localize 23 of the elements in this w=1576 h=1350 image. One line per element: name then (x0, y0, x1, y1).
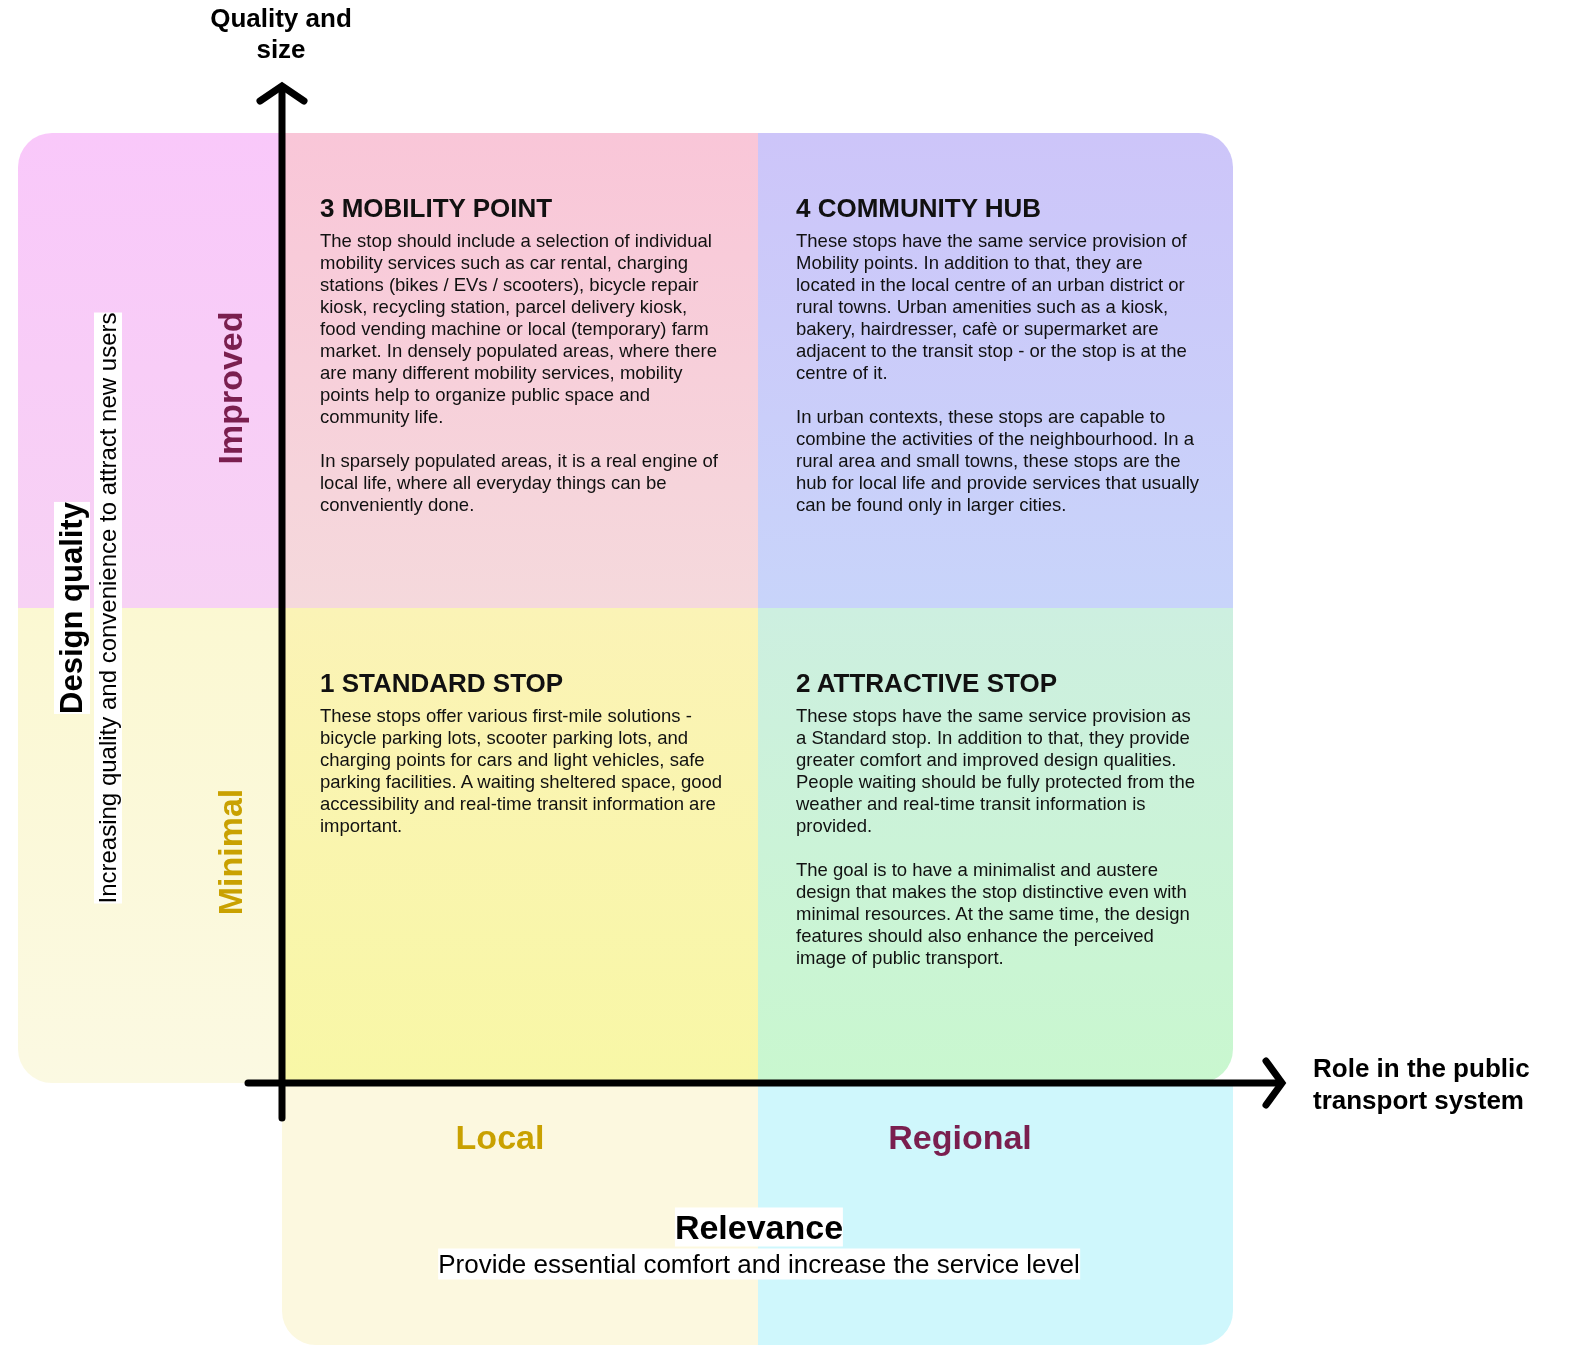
description-text: The stop should include a selection of individual mobility services such as car rental, charging stations (bikes / EVs / scooters), bicycle repair kiosk, recycling station, parcel delivery kiosk, food vending machine or local (temporary) farm market. In densely populated areas, where there are many different mobility services, mobility points help to organize public space and community life. (320, 230, 718, 428)
axis-title: Relevance (674, 1207, 844, 1247)
quadrant-panel (758, 608, 1233, 1083)
category-label: Local (455, 1117, 545, 1157)
description-text: In sparsely populated areas, it is a real engine of local life, where all everyday things can be conveniently done. (320, 450, 719, 516)
quadrant-heading: 1 STANDARD STOP (320, 668, 564, 699)
description-text: The goal is to have a minimalist and austere design that makes the stop distinctive even with minimal resources. At the same time, the design features should also enhance the perceived image of public transport. (796, 859, 1191, 969)
axis-title: Design quality (54, 502, 90, 714)
description-text: In urban contexts, these stops are capable to combine the activities of the neighbourhood. In a rural area and small towns, these stops are the hub for local life and provide services that usually can be found only in larger cities. (796, 406, 1201, 516)
quadrant-heading: 2 ATTRACTIVE STOP (796, 668, 1057, 699)
quadrant-panel (758, 133, 1233, 608)
description-text: These stops have the same service provision of Mobility points. In addition to that, they are located in the local centre of an urban district or rural towns. Urban amenities such as a kiosk, bakery, hairdresser, cafè or supermarket are adjacent to the transit stop - or the stop is at the centre of it. (796, 230, 1188, 384)
category-label: Regional (888, 1117, 1032, 1157)
quadrant-heading: 3 MOBILITY POINT (320, 193, 553, 224)
level-label: Minimal (210, 788, 250, 916)
quadrant-heading: 4 COMMUNITY HUB (796, 193, 1042, 224)
description-text: These stops offer various first-mile solutions - bicycle parking lots, scooter parking lots, and charging points for cars and light vehicles, safe parking facilities. A waiting sheltered space, good accessibility and real-time transit information are important. (320, 705, 724, 837)
axis-title: Role in the public transport system (1313, 1052, 1531, 1116)
axis-title: Quality and size (209, 3, 353, 65)
axis-subtitle: Increasing quality and convenience to attract new users (94, 312, 122, 904)
level-label: Improved (210, 311, 250, 465)
description-text: These stops have the same service provision as a Standard stop. In addition to that, they provide greater comfort and improved design qualities. People waiting should be fully protected from the weather and real-time transit information is provided. (796, 705, 1196, 837)
axis-subtitle: Provide essential comfort and increase the service level (438, 1248, 1080, 1280)
